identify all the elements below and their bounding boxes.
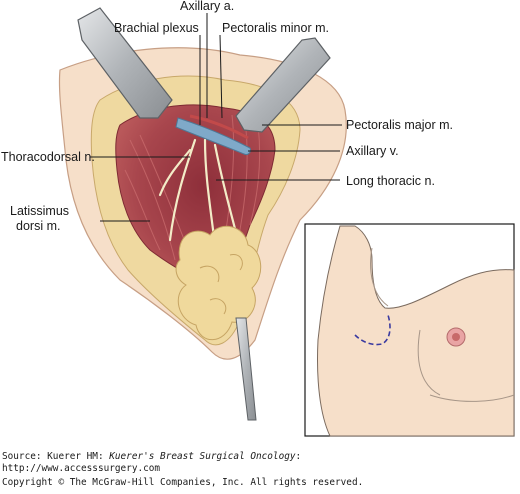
fat-lobules — [175, 225, 262, 341]
source-citation: Source: Kuerer HM: Kuerer's Breast Surgi… — [2, 451, 302, 462]
forceps — [235, 317, 257, 421]
source-url[interactable]: http://www.accesssurgery.com — [2, 463, 161, 474]
label-long-thoracic: Long thoracic n. — [346, 174, 435, 188]
label-pectoralis-minor: Pectoralis minor m. — [222, 21, 329, 35]
incision-mark — [354, 314, 391, 346]
copyright-notice: Copyright © The McGraw-Hill Companies, I… — [2, 477, 364, 488]
leader-lines — [90, 13, 342, 222]
left-retractor — [77, 7, 173, 119]
nipple — [452, 333, 460, 341]
right-retractor — [235, 37, 331, 133]
axillary-artery — [189, 114, 249, 140]
label-axillary-vein: Axillary v. — [346, 144, 399, 158]
label-latissimus-line1: Latissimus — [10, 204, 70, 218]
inset-torso — [317, 225, 515, 437]
label-latissimus-line2: dorsi m. — [16, 219, 61, 233]
label-axillary-artery: Axillary a. — [180, 0, 235, 13]
axillary-vein — [175, 117, 251, 155]
label-pectoralis-major: Pectoralis major m. — [346, 118, 453, 132]
label-brachial-plexus: Brachial plexus — [114, 21, 199, 35]
label-thoracodorsal: Thoracodorsal n. — [1, 150, 95, 164]
